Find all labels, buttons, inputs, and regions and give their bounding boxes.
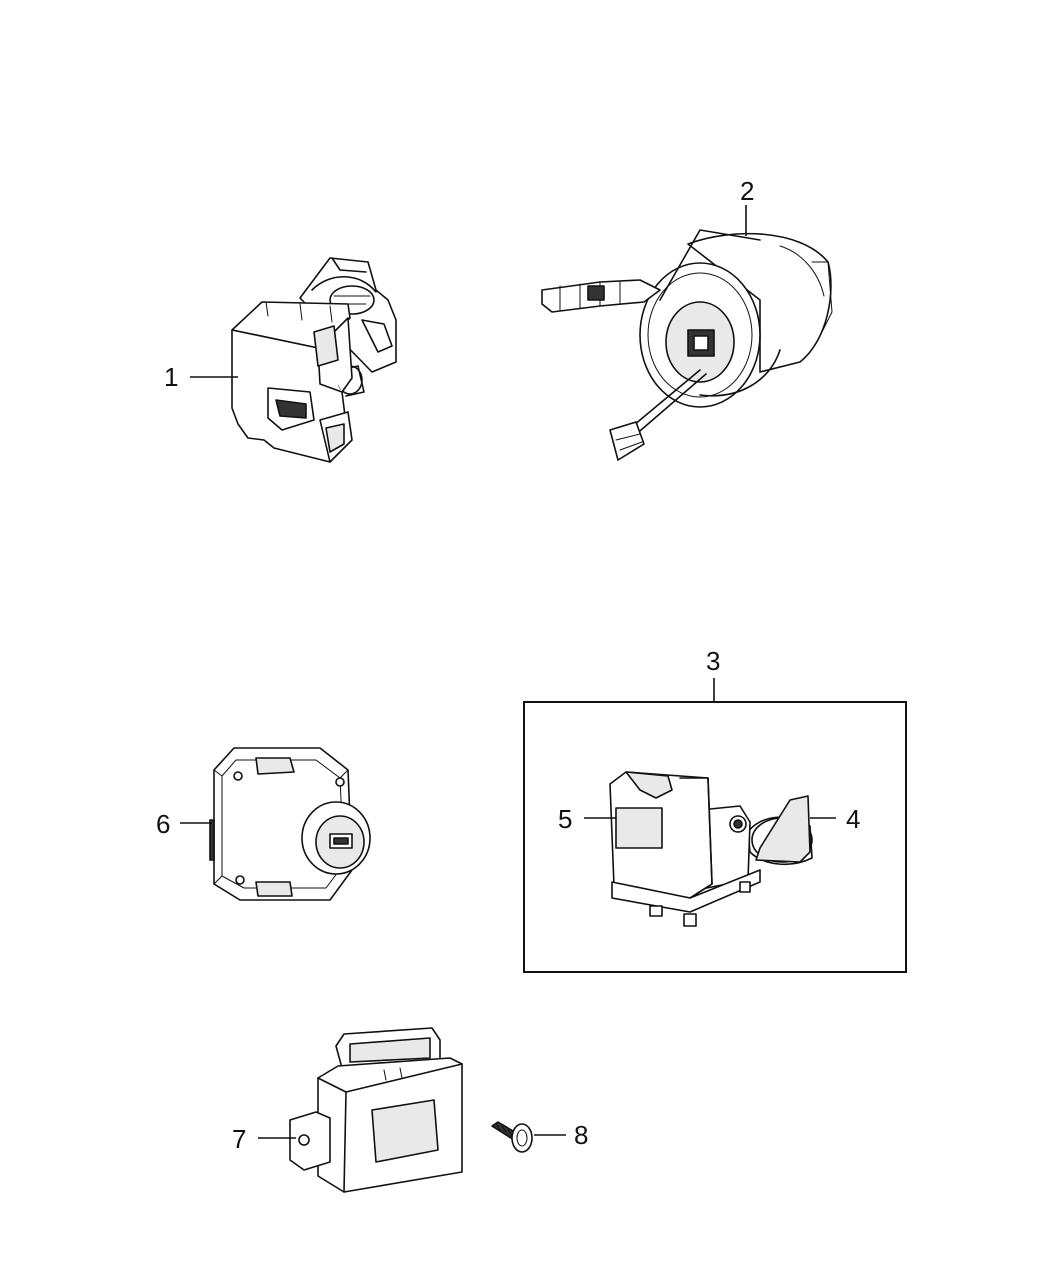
part-6-ignition-module — [209, 747, 371, 901]
callout-2: 2 — [740, 176, 754, 206]
callout-3: 3 — [706, 646, 720, 676]
callout-8: 8 — [574, 1120, 588, 1150]
part-4-5-abs-module — [609, 771, 813, 927]
callout-6: 6 — [156, 809, 170, 839]
part-3-group-box — [523, 701, 907, 973]
part-7-control-module — [289, 1027, 463, 1193]
callout-1: 1 — [164, 362, 178, 392]
callout-5: 5 — [558, 804, 572, 834]
part-8-screw — [491, 1121, 533, 1153]
callout-4: 4 — [846, 804, 860, 834]
part-2-clockspring-multifunction-switch — [541, 229, 833, 461]
part-1-switch-module — [231, 257, 397, 463]
callout-7: 7 — [232, 1124, 246, 1154]
